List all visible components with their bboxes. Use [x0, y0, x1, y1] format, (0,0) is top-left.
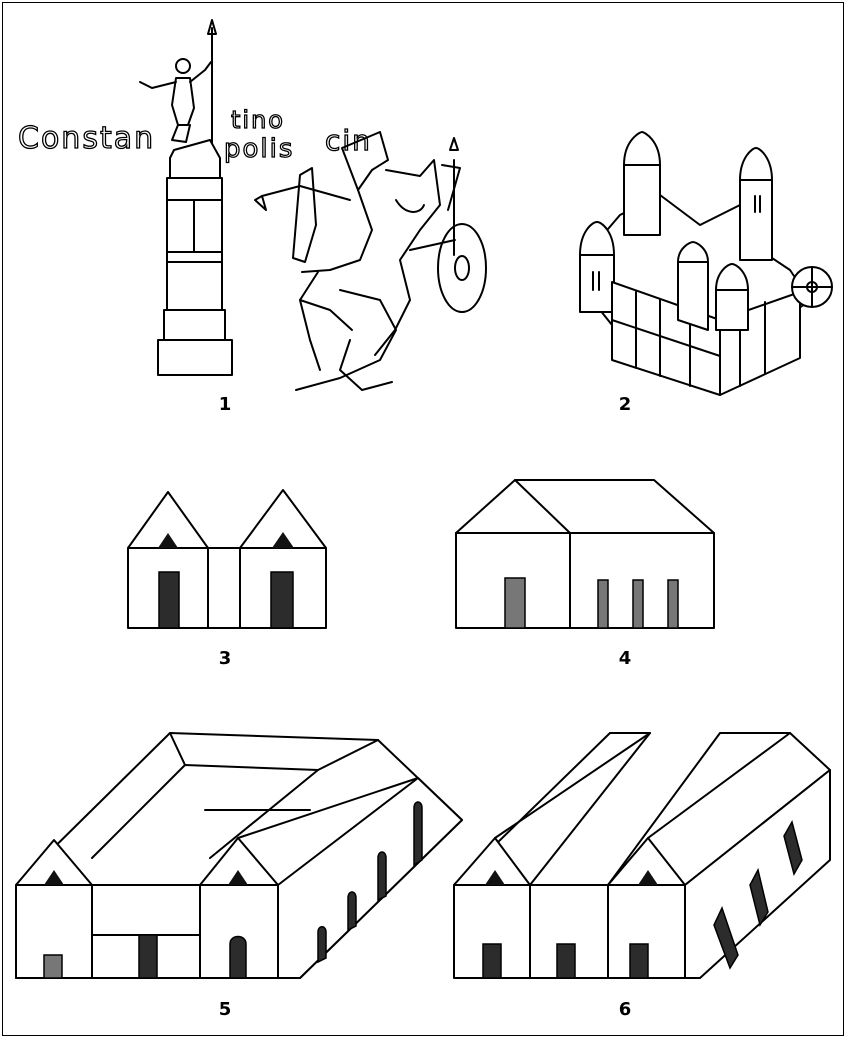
- figure-1-constantinopolis: Constan tino polis cin: [18, 20, 486, 415]
- figure-6-label: 6: [619, 999, 632, 1020]
- figure-5-courtyard-complex: 5: [16, 733, 462, 1020]
- figure-2-walled-city: 2: [580, 132, 832, 415]
- inscription-constan: Constan: [18, 121, 155, 156]
- figure-1-label: 1: [219, 394, 232, 415]
- figure-4-long-hall: 4: [456, 480, 714, 669]
- figure-5-label: 5: [219, 999, 232, 1020]
- column: [158, 140, 232, 375]
- inscription-polis: polis: [224, 134, 294, 164]
- figure-2-label: 2: [619, 394, 632, 415]
- inscription-cin: cin: [325, 124, 372, 157]
- seated-figure: [255, 132, 486, 390]
- figure-3-two-houses: 3: [128, 490, 326, 669]
- figure-3-label: 3: [219, 648, 232, 669]
- figure-6-parallel-halls: 6: [454, 733, 830, 1020]
- inscription-tino: tino: [231, 106, 285, 134]
- figure-4-label: 4: [619, 648, 632, 669]
